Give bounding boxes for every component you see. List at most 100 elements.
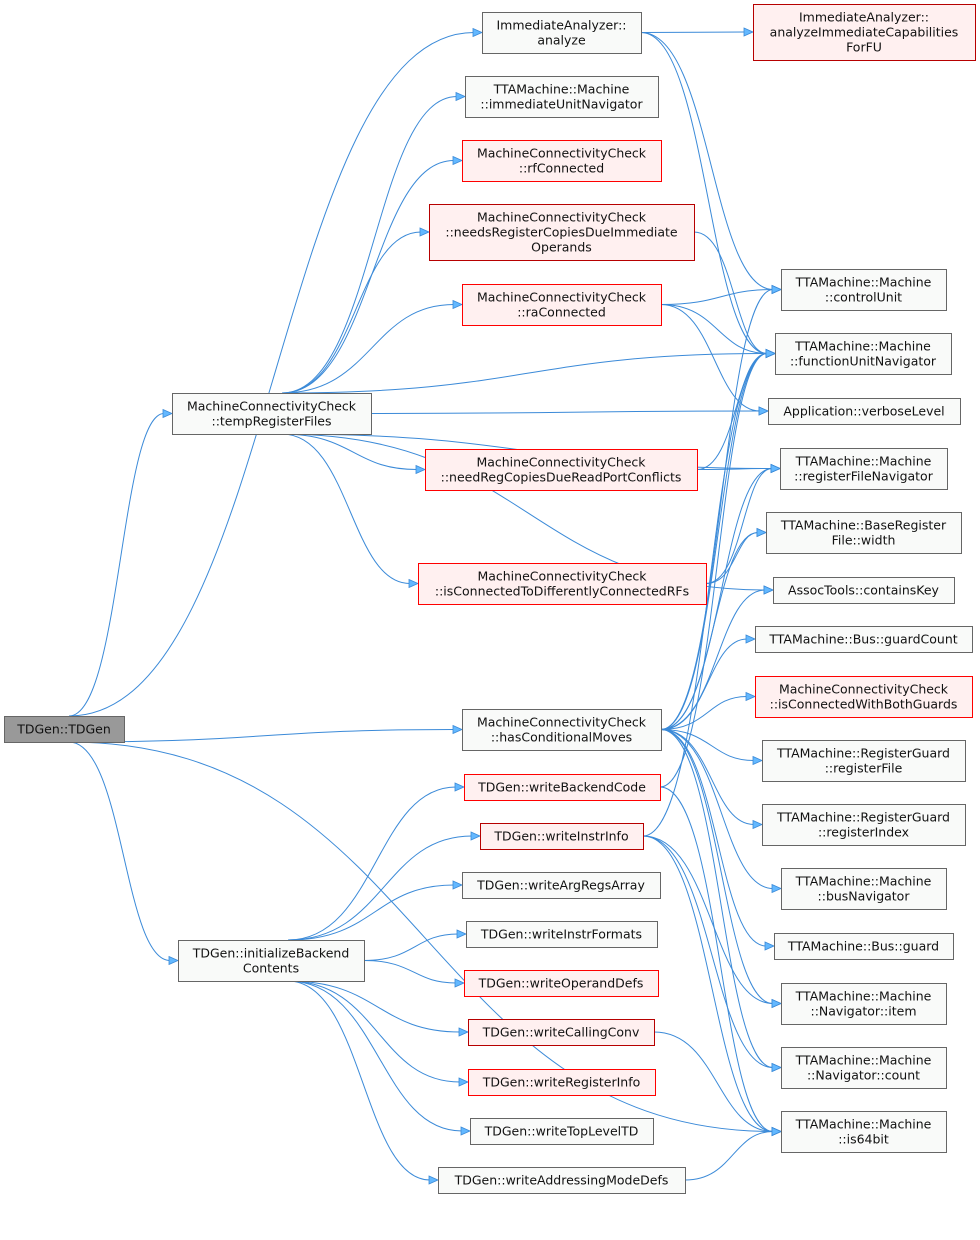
node-box [468,1019,655,1046]
node-box [480,823,644,850]
edge-ibc-to-wara [287,884,455,941]
edge-trf-to-fun [281,353,768,394]
node-label-line: TTAMachine::Machine [794,339,931,354]
node-ni[interactable]: TTAMachine::Machine::Navigator::item [781,983,947,1025]
arrowhead-icon [771,284,782,295]
node-box [465,76,659,118]
node-rgri[interactable]: TTAMachine::RegisterGuard::registerIndex [762,804,966,846]
node-wtl[interactable]: TDGen::writeTopLevelTD [470,1118,654,1145]
node-label: TTAMachine::Bus::guard [787,939,939,954]
node-trf[interactable]: MachineConnectivityCheck::tempRegisterFi… [172,393,372,435]
node-label-line: ::hasConditionalMoves [491,730,632,745]
edge-hcm-to-bg [660,729,767,947]
node-cu[interactable]: TTAMachine::Machine::controlUnit [781,269,947,311]
node-box [781,1047,947,1089]
node-label-line: TTAMachine::Machine [795,874,932,889]
node-box [462,872,661,899]
arrowhead-icon [758,406,769,416]
node-label: TTAMachine::Machine::controlUnit [795,275,932,305]
edges-layer [68,27,782,1185]
node-box [464,774,661,801]
arrowhead-icon [771,1062,782,1073]
node-label: TTAMachine::Machine::registerFileNavigat… [794,454,934,484]
node-box [774,933,954,960]
arrowhead-icon [743,27,754,37]
node-box [462,709,662,751]
node-root[interactable]: TDGen::TDGen [4,716,125,743]
node-label-line: ::needsRegisterCopiesDueImmediate [445,225,678,240]
node-label-line: ImmediateAnalyzer:: [799,10,929,25]
node-wbc[interactable]: TDGen::writeBackendCode [464,774,661,801]
node-box [172,393,372,435]
node-label-line: ::needRegCopiesDueReadPortConflicts [441,470,682,485]
node-label-line: ::rfConnected [519,161,604,176]
node-icbg[interactable]: MachineConnectivityCheck::isConnectedWit… [755,676,973,718]
node-hcm[interactable]: MachineConnectivityCheck::hasConditional… [462,709,662,751]
node-ck[interactable]: AssocTools::containsKey [773,577,955,604]
node-label-line: TDGen::TDGen [16,722,111,737]
arrowhead-icon [408,578,419,589]
node-label: ImmediateAnalyzer::analyzeImmediateCapab… [770,10,959,55]
node-label-line: TDGen::writeAddressingModeDefs [454,1173,669,1188]
node-label-line: ::isConnectedToDifferentlyConnectedRFs [435,584,689,599]
node-label-line: TDGen::initializeBackend [192,946,350,961]
edge-hcm-to-icbg [660,696,748,730]
node-fun[interactable]: TTAMachine::Machine::functionUnitNavigat… [775,333,952,375]
node-nc[interactable]: TTAMachine::Machine::Navigator::count [781,1047,947,1089]
node-wamd[interactable]: TDGen::writeAddressingModeDefs [438,1167,686,1194]
node-label: TTAMachine::Machine::busNavigator [795,874,932,904]
node-ictdc[interactable]: MachineConnectivityCheck::isConnectedToD… [418,563,707,605]
node-label: MachineConnectivityCheck::rfConnected [477,146,647,176]
edge-trf-to-ictdc [281,433,411,584]
arrowhead-icon [770,463,781,474]
edge-root-to-analyze [68,32,475,717]
edge-hcm-to-nc [660,729,774,1068]
node-analyze[interactable]: ImmediateAnalyzer::analyze [482,12,642,54]
edge-hcm-to-gc [660,638,748,730]
node-bn[interactable]: TTAMachine::Machine::busNavigator [781,868,947,910]
node-gc[interactable]: TTAMachine::Bus::guardCount [755,626,973,653]
node-label-line: TTAMachine::Machine [795,1053,932,1068]
node-vl[interactable]: Application::verboseLevel [768,398,961,425]
node-label-line: ::Navigator::item [810,1004,916,1019]
node-label-line: ::immediateUnitNavigator [480,97,643,112]
node-label-line: ::is64bit [838,1132,889,1147]
node-label-line: TTAMachine::Machine [795,275,932,290]
node-box [762,804,966,846]
node-wif[interactable]: TDGen::writeInstrFormats [466,921,658,948]
arrowhead-icon [470,831,481,841]
edge-ictdc-to-rfn [705,468,773,584]
node-nrc[interactable]: MachineConnectivityCheck::needsRegisterC… [429,204,695,261]
edge-wii-to-i64 [642,835,774,1132]
node-wara[interactable]: TDGen::writeArgRegsArray [462,872,661,899]
edge-hcm-to-brw [660,532,759,730]
node-wcc[interactable]: TDGen::writeCallingConv [468,1019,655,1046]
node-bg[interactable]: TTAMachine::Bus::guard [774,933,954,960]
node-wri[interactable]: TDGen::writeRegisterInfo [468,1069,656,1096]
node-i64[interactable]: TTAMachine::Machine::is64bit [781,1111,947,1153]
node-aicf[interactable]: ImmediateAnalyzer::analyzeImmediateCapab… [753,4,976,61]
node-rfn[interactable]: TTAMachine::Machine::registerFileNavigat… [780,448,948,490]
node-rac[interactable]: MachineConnectivityCheck::raConnected [462,284,662,326]
node-rfc[interactable]: MachineConnectivityCheck::rfConnected [462,140,662,182]
node-label-line: ForFU [846,40,882,55]
edge-trf-to-nrc [281,231,422,394]
node-wii[interactable]: TDGen::writeInstrInfo [480,823,644,850]
node-box [766,512,962,554]
edge-wii-to-nc [642,835,774,1068]
node-iun[interactable]: TTAMachine::Machine::immediateUnitNaviga… [465,76,659,118]
node-wod[interactable]: TDGen::writeOperandDefs [464,970,659,997]
node-label: MachineConnectivityCheck::needsRegisterC… [445,210,678,255]
arrowhead-icon [756,527,767,538]
node-label-line: TTAMachine::Bus::guard [787,939,939,954]
node-box [762,740,966,782]
node-label-line: analyze [537,33,586,48]
node-nrcrpc[interactable]: MachineConnectivityCheck::needRegCopiesD… [425,449,698,491]
node-label: TDGen::writeArgRegsArray [476,878,645,893]
edge-nrcrpc-to-rfn [696,468,773,470]
node-rgrf[interactable]: TTAMachine::RegisterGuard::registerFile [762,740,966,782]
